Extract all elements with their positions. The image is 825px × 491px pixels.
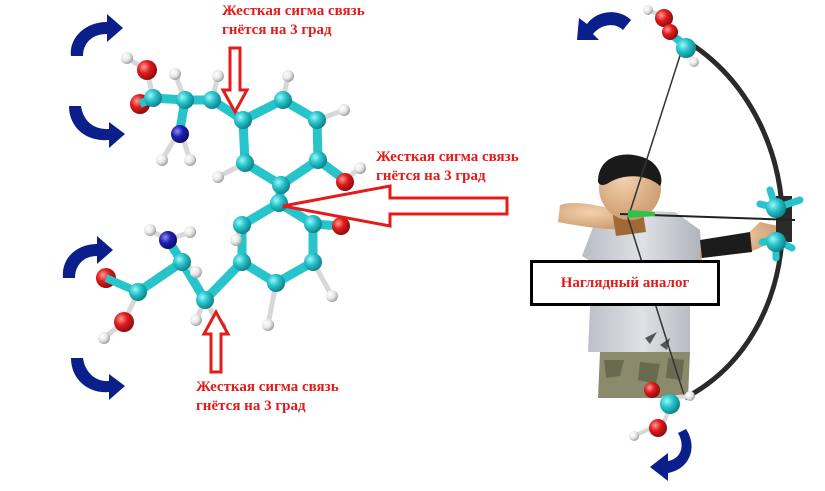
lower-tyrosine-molecule [96, 194, 350, 344]
bow-top-fragment [643, 5, 699, 67]
bow-bottom-fragment [629, 382, 695, 441]
rotation-arrow-icon [71, 358, 125, 400]
rotation-arrow-icon [62, 236, 114, 278]
hollow-red-arrow-icon [282, 184, 509, 228]
rotation-arrow-icon [70, 14, 124, 56]
annotation-middle-line2: гнётся на 3 град [376, 168, 486, 184]
annotation-bottom-line1: Жесткая сигма связь [196, 379, 339, 395]
hollow-red-arrow-icon [201, 308, 231, 374]
annotation-middle: Жесткая сигма связь гнётся на 3 град [376, 148, 519, 186]
analog-label: Наглядный аналог [560, 274, 690, 291]
rotation-arrow-icon [69, 106, 125, 148]
rotation-arrow-icon [650, 429, 692, 481]
archer-figure [558, 37, 796, 401]
rotation-arrow-icon [577, 12, 631, 40]
annotation-top-line2: гнётся на 3 град [222, 22, 332, 38]
annotation-top-line1: Жесткая сигма связь [222, 3, 365, 19]
bow-middle-fragment [756, 186, 804, 262]
analog-label-box: Наглядный аналог [530, 260, 720, 306]
hollow-red-arrow-icon [220, 46, 250, 116]
annotation-top: Жесткая сигма связь гнётся на 3 град [222, 2, 365, 40]
annotation-bottom-line2: гнётся на 3 град [196, 398, 306, 414]
annotation-bottom: Жесткая сигма связь гнётся на 3 град [196, 378, 339, 416]
upper-tyrosine-molecule [121, 52, 366, 208]
annotation-middle-line1: Жесткая сигма связь [376, 149, 519, 165]
